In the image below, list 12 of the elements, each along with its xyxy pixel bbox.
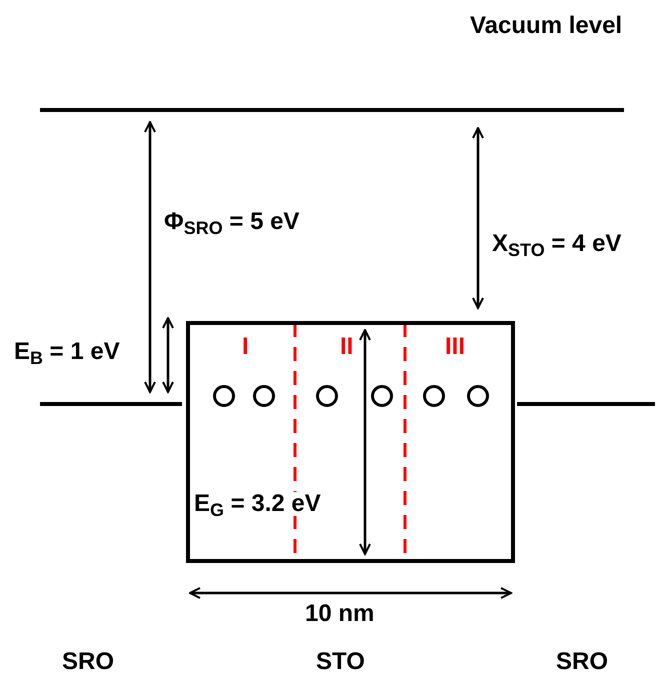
annotation-text: SRO — [556, 650, 608, 674]
annotation-text: STO — [316, 650, 365, 674]
annotation-text: 10 nm — [305, 602, 374, 626]
annotation-text: X$_{STO}$ = 4 eV — [492, 232, 622, 256]
region-label: III — [445, 335, 466, 359]
region-label: I — [242, 335, 249, 359]
annotation-text: Vacuum level — [470, 14, 622, 38]
annotation-text: E$_{B}$ = 1 eV — [14, 340, 120, 364]
annotation-text: E$_{G}$ = 3.2 eV — [194, 492, 321, 516]
region-label: II — [340, 335, 354, 359]
annotation-text: SRO — [62, 650, 114, 674]
annotation-text: Φ$_{SRO}$ = 5 eV — [164, 210, 300, 234]
